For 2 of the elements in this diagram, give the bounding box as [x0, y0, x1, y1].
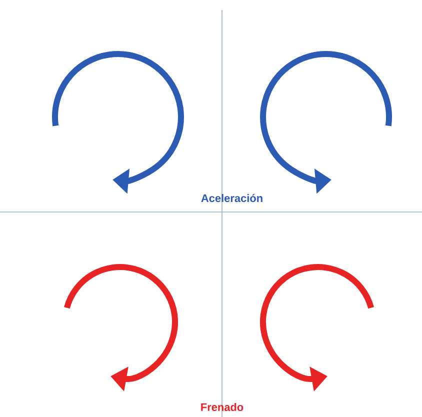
caption-label: Frenado [201, 402, 244, 412]
caption-label: Aceleración [201, 194, 262, 202]
